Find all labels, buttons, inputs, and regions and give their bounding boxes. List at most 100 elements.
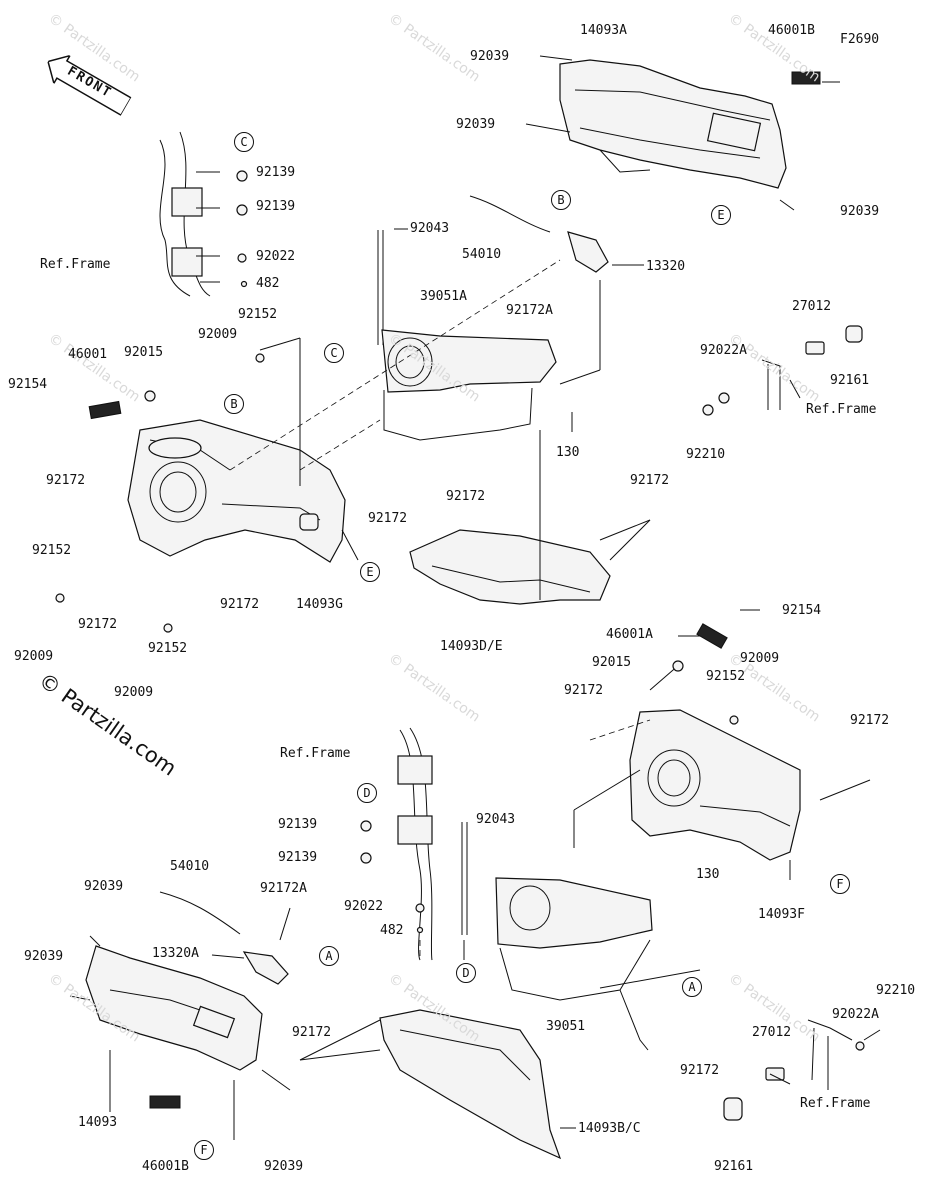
part-label-14093f: 14093F [758, 907, 805, 922]
part-label-92161: 92161 [830, 373, 870, 388]
front-arrow: FRONT [40, 48, 134, 121]
cable-54010-lower-drawing [159, 891, 241, 935]
part-label-39051: 39051 [546, 1019, 586, 1034]
part-label-92139: 92139 [256, 199, 296, 214]
callout-e: E [360, 562, 380, 582]
part-label-92172: 92172 [368, 511, 408, 526]
part-label-92043: 92043 [410, 221, 450, 236]
ref-frame-label: Ref.Frame [800, 1096, 871, 1111]
frame-detail-upper-left-drawing [159, 131, 211, 297]
part-label-92139: 92139 [278, 817, 318, 832]
part-label-14093de: 14093D/E [440, 639, 503, 654]
part-label-92015: 92015 [124, 345, 164, 360]
part-46001-drawing [88, 400, 122, 420]
part-label-46001b: 46001B [768, 23, 815, 38]
callout-b: B [224, 394, 244, 414]
callout-c: C [324, 343, 344, 363]
latch-13320a-drawing [242, 951, 289, 985]
hardware-fasteners [55, 170, 865, 1051]
part-label-92139: 92139 [278, 850, 318, 865]
part-label-92161: 92161 [714, 1159, 754, 1174]
callout-c: C [234, 132, 254, 152]
part-label-13320: 13320 [646, 259, 686, 274]
part-label-92152: 92152 [706, 669, 746, 684]
panel-14093-drawing [85, 945, 263, 1071]
part-label-92172: 92172 [292, 1025, 332, 1040]
part-label-92172: 92172 [630, 473, 670, 488]
part-label-92039: 92039 [840, 204, 880, 219]
part-label-92139: 92139 [256, 165, 296, 180]
part-label-92009: 92009 [114, 685, 154, 700]
callout-f: F [830, 874, 850, 894]
part-label-482: 482 [380, 923, 404, 938]
callout-d: D [357, 783, 377, 803]
callout-a: A [319, 946, 339, 966]
ref-frame-label: Ref.Frame [280, 746, 351, 761]
part-label-46001a: 46001A [606, 627, 653, 642]
part-label-92152: 92152 [238, 307, 278, 322]
part-label-130: 130 [556, 445, 580, 460]
part-label-27012: 27012 [792, 299, 832, 314]
part-label-92009: 92009 [740, 651, 780, 666]
part-label-14093a: 14093A [580, 23, 627, 38]
part-46001b-drawing [791, 71, 821, 85]
part-label-46001b: 46001B [142, 1159, 189, 1174]
part-label-92039: 92039 [470, 49, 510, 64]
part-label-92009: 92009 [198, 327, 238, 342]
leader-lines [69, 55, 881, 1140]
callout-b: B [551, 190, 571, 210]
part-label-92172: 92172 [564, 683, 604, 698]
part-label-92022: 92022 [256, 249, 296, 264]
ref-frame-label: Ref.Frame [40, 257, 111, 272]
part-label-92152: 92152 [32, 543, 72, 558]
part-label-39051a: 39051A [420, 289, 467, 304]
callout-f: F [194, 1140, 214, 1160]
figure-code: F2690 [840, 32, 880, 47]
tray-14093bc-drawing [379, 1009, 562, 1160]
part-label-92172: 92172 [78, 617, 118, 632]
callout-a: A [682, 977, 702, 997]
part-label-54010: 54010 [170, 859, 210, 874]
panel-14093f-drawing [629, 709, 801, 861]
part-label-92043: 92043 [476, 812, 516, 827]
part-label-130: 130 [696, 867, 720, 882]
part-label-92152: 92152 [148, 641, 188, 656]
part-label-92172: 92172 [46, 473, 86, 488]
part-label-92039: 92039 [456, 117, 496, 132]
part-label-92210: 92210 [686, 447, 726, 462]
bracket-27012-upper-drawing [761, 325, 863, 410]
cable-54010-upper-drawing [469, 195, 551, 233]
bracket-27012-lower-drawing [723, 1019, 853, 1121]
part-label-92154: 92154 [8, 377, 48, 392]
part-label-92039: 92039 [264, 1159, 304, 1174]
part-label-92022a: 92022A [832, 1007, 879, 1022]
panel-14093g-drawing [127, 419, 346, 563]
part-label-92172: 92172 [446, 489, 486, 504]
part-46001b-lower-drawing [149, 1095, 181, 1109]
part-label-92172a: 92172A [260, 881, 307, 896]
part-label-92172a: 92172A [506, 303, 553, 318]
part-label-92039: 92039 [24, 949, 64, 964]
callout-d: D [456, 963, 476, 983]
part-label-92039: 92039 [84, 879, 124, 894]
part-label-13320a: 13320A [152, 946, 199, 961]
part-label-92172: 92172 [850, 713, 890, 728]
part-label-92172: 92172 [220, 597, 260, 612]
part-label-92022a: 92022A [700, 343, 747, 358]
part-label-14093bc: 14093B/C [578, 1121, 641, 1136]
callout-e: E [711, 205, 731, 225]
part-label-92022: 92022 [344, 899, 384, 914]
frame-39051-drawing [495, 877, 653, 1051]
panel-14093a-drawing [559, 59, 787, 189]
frame-detail-middle-drawing [397, 727, 433, 961]
part-label-27012: 27012 [752, 1025, 792, 1040]
part-label-482: 482 [256, 276, 280, 291]
part-label-92154: 92154 [782, 603, 822, 618]
ref-frame-label: Ref.Frame [806, 402, 877, 417]
part-label-92210: 92210 [876, 983, 916, 998]
tray-14093de-drawing [409, 529, 611, 605]
part-label-14093g: 14093G [296, 597, 343, 612]
part-label-54010: 54010 [462, 247, 502, 262]
part-label-46001: 46001 [68, 347, 108, 362]
